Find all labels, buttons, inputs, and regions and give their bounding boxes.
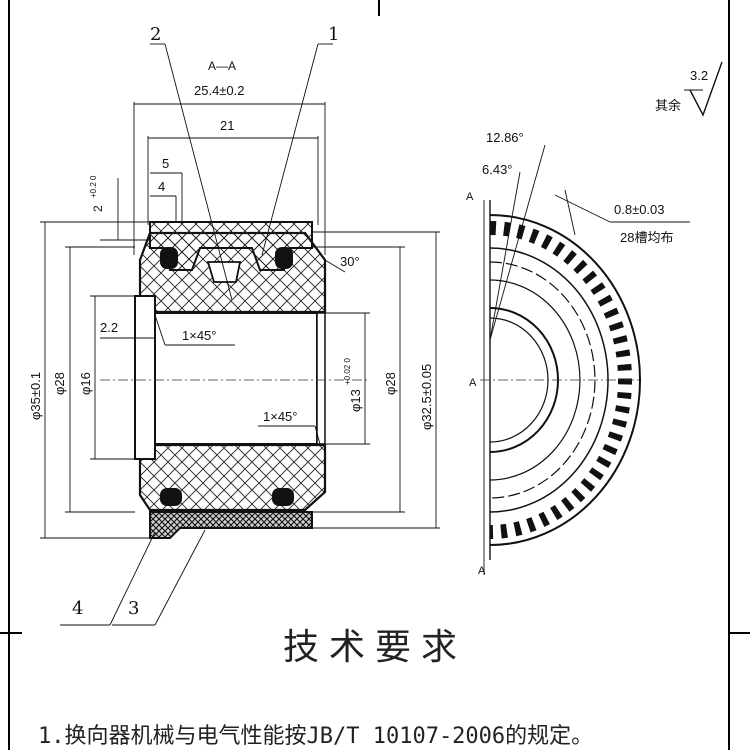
requirements-line-1: 1.换向器机械与电气性能按JB/T 10107-2006的规定。 xyxy=(38,724,594,749)
dim-chamfer-bottom: 1×45° xyxy=(263,409,297,424)
dim-slot-depth-tol: +0.2 0 xyxy=(89,175,98,198)
dim-chamfer-top: 1×45° xyxy=(182,328,216,343)
dim-slot-depth: 2 xyxy=(91,205,105,212)
dim-length-21: 21 xyxy=(220,118,234,133)
balloon-4: 4 xyxy=(72,598,83,619)
side-slot-count: 28槽均布 xyxy=(620,230,673,245)
dim-length-4: 4 xyxy=(158,179,165,194)
cut-mark-middle: A xyxy=(469,377,477,389)
section-label: A—A xyxy=(208,59,236,73)
frame-left-border xyxy=(8,0,10,750)
side-view xyxy=(480,144,690,575)
dim-overall-length: 25.4±0.2 xyxy=(194,83,245,98)
dim-dia-28-right: φ28 xyxy=(383,372,398,395)
balloon-1: 1 xyxy=(328,24,339,45)
requirements-title: 技术要求 xyxy=(282,627,467,668)
frame-tick-left xyxy=(0,632,22,634)
side-outer-arc xyxy=(489,214,641,546)
dim-dia-28-left: φ28 xyxy=(52,372,67,395)
dim-length-5: 5 xyxy=(162,156,169,171)
ring-top-right xyxy=(275,247,293,269)
dim-dia-16: φ16 xyxy=(78,372,93,395)
ring-bottom-left xyxy=(160,488,182,506)
dim-dia-32-5: φ32.5±0.05 xyxy=(419,364,434,430)
dim-bore: φ13 xyxy=(348,389,363,412)
roughness-label: 其余 xyxy=(655,98,681,113)
side-slot-width: 0.8±0.03 xyxy=(614,202,665,217)
dim-length-2-2: 2.2 xyxy=(100,320,118,335)
roughness-symbol xyxy=(684,61,723,117)
dim-dia-35: φ35±0.1 xyxy=(28,372,43,420)
insulation-strip xyxy=(149,511,313,539)
roughness-value: 3.2 xyxy=(690,68,708,83)
ring-bottom-right xyxy=(272,488,294,506)
side-angle-1: 12.86° xyxy=(486,130,524,145)
balloon-3: 3 xyxy=(128,598,139,619)
frame-tick-top xyxy=(378,0,380,16)
cut-mark-bottom: A xyxy=(478,565,486,577)
section-view xyxy=(40,43,440,626)
frame-right-border xyxy=(728,0,730,750)
cut-mark-top: A xyxy=(466,191,474,203)
dim-angle-30: 30° xyxy=(340,254,360,269)
bore xyxy=(154,312,318,445)
balloon-2: 2 xyxy=(150,24,161,45)
dim-bore-tol: +0.02 0 xyxy=(343,358,352,385)
side-angle-2: 6.43° xyxy=(482,162,513,177)
ring-top-left xyxy=(160,247,178,269)
frame-tick-right xyxy=(728,632,750,634)
